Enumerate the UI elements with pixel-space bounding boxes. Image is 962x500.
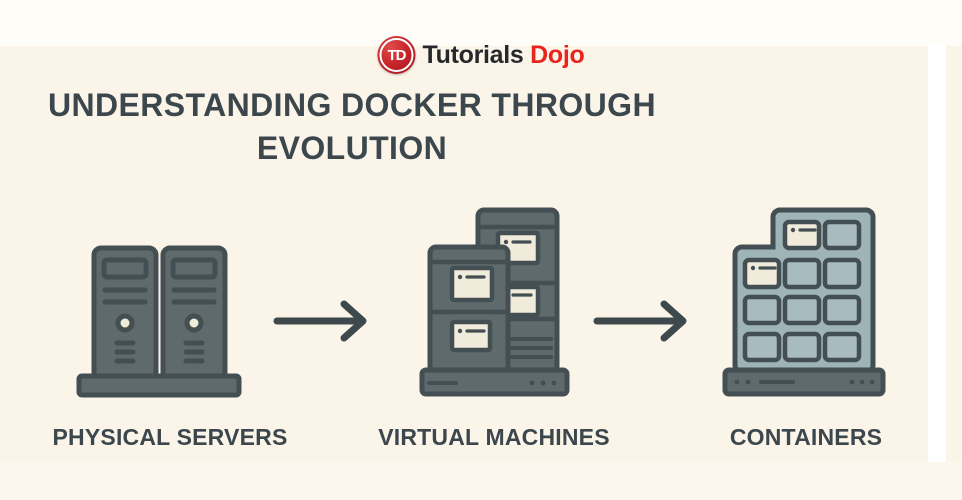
arrow-right-icon: [593, 300, 687, 342]
stage-label-containers: CONTAINERS: [729, 424, 883, 450]
bottom-band: [0, 462, 962, 500]
page-title: UNDERSTANDING DOCKER THROUGH EVOLUTION: [42, 84, 662, 170]
top-band: [0, 0, 962, 46]
stage-label-physical-servers: PHYSICAL SERVERS: [52, 424, 288, 450]
arrow-right-icon: [273, 300, 367, 342]
server-towers-icon: [76, 245, 242, 398]
title-line-1: UNDERSTANDING DOCKER THROUGH: [48, 87, 656, 123]
brand-accent: Dojo: [530, 40, 585, 69]
brand-primary: Tutorials: [422, 40, 524, 69]
title-line-2: EVOLUTION: [256, 130, 448, 166]
brand-name: Tutorials Dojo: [422, 41, 584, 70]
container-grid-icon: [722, 207, 886, 397]
brand-logo: TD Tutorials Dojo: [377, 36, 585, 74]
badge-text: TD: [387, 46, 406, 64]
td-badge-icon: TD: [377, 36, 416, 74]
right-edge-strip: [928, 46, 946, 462]
vm-stack-icon: [419, 207, 570, 397]
stage-label-virtual-machines: VIRTUAL MACHINES: [378, 424, 610, 450]
